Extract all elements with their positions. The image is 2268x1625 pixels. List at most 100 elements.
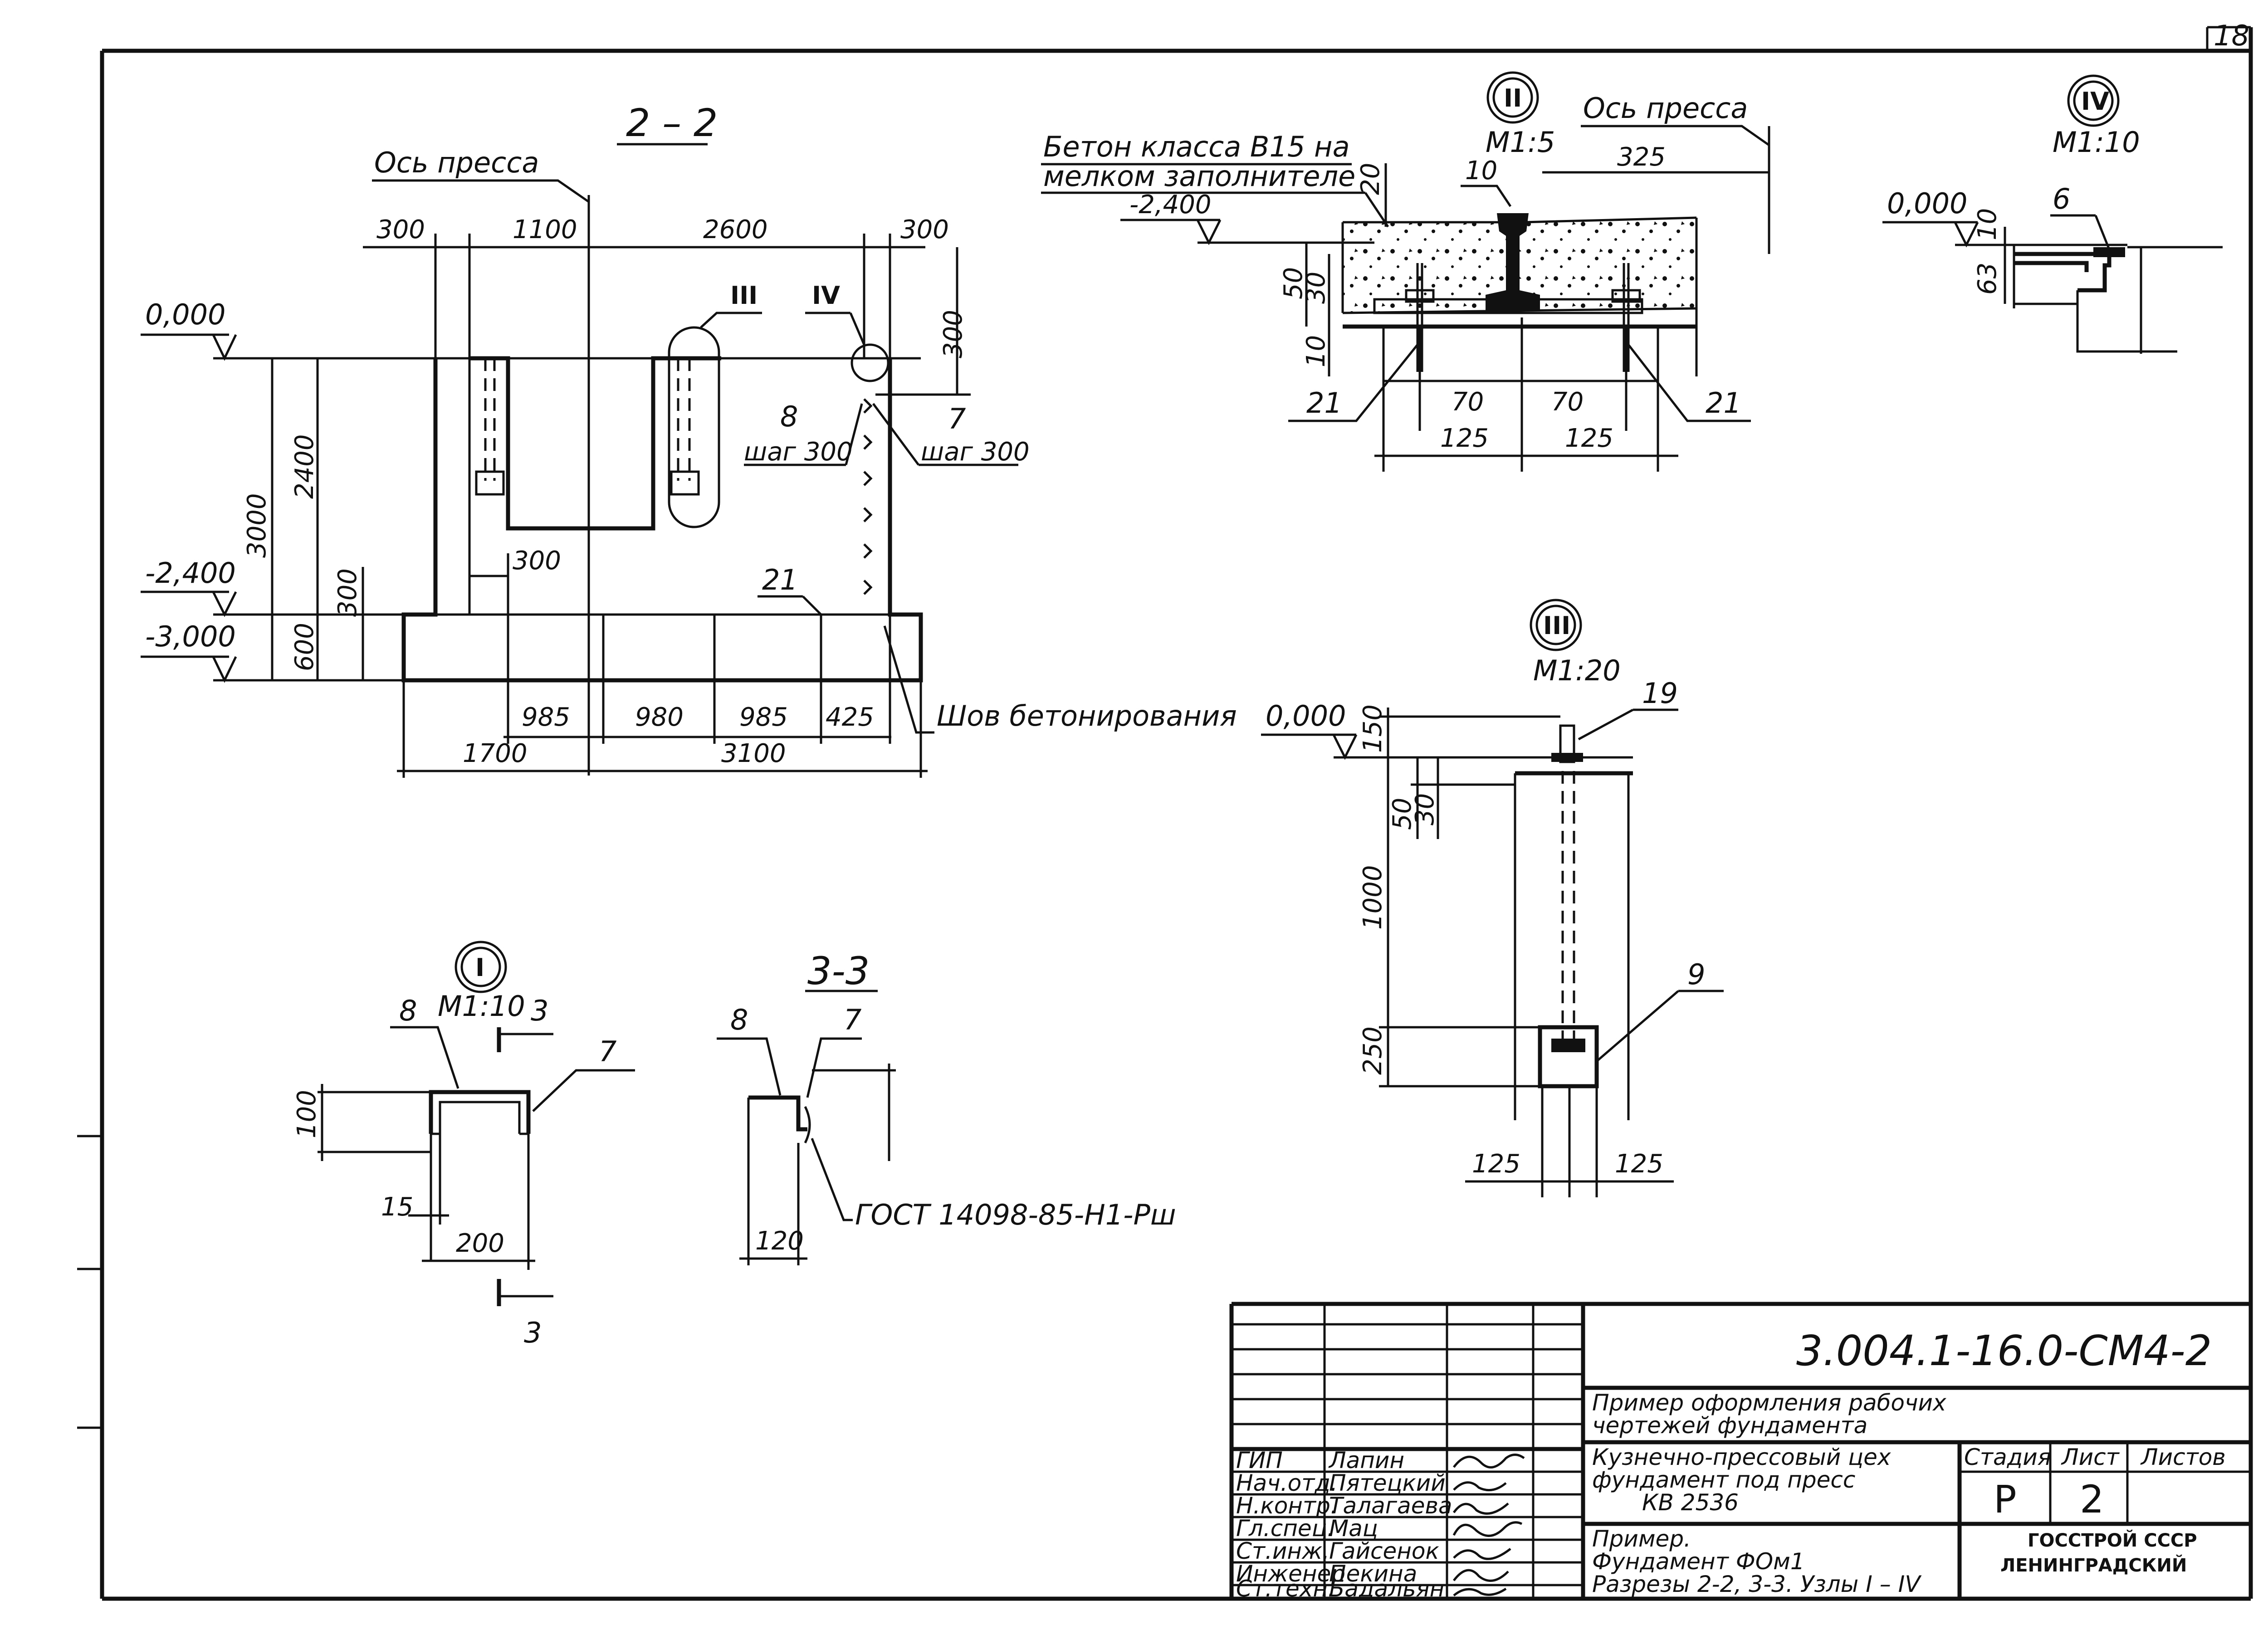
sheet-number: 18: [2214, 19, 2249, 52]
svg-text:Лапин: Лапин: [1328, 1447, 1404, 1474]
svg-text:980: 980: [635, 703, 684, 732]
svg-text:М1:10: М1:10: [2053, 126, 2140, 159]
svg-text:Бадальян: Бадальян: [1329, 1576, 1444, 1602]
svg-text:Талагаева: Талагаева: [1329, 1493, 1452, 1519]
svg-text:фундамент под пресс: фундамент под пресс: [1592, 1467, 1855, 1493]
svg-text:21: 21: [1706, 386, 1741, 420]
signatures: [1452, 1454, 1525, 1596]
svg-text:70: 70: [1551, 387, 1584, 417]
svg-text:Ст.инж.: Ст.инж.: [1236, 1538, 1330, 1564]
svg-text:8: 8: [780, 400, 798, 433]
svg-text:7: 7: [948, 402, 966, 435]
svg-text:3: 3: [531, 994, 548, 1027]
svg-text:300: 300: [376, 215, 425, 244]
svg-text:150: 150: [1358, 704, 1388, 753]
svg-text:ЛЕНИНГРАДСКИЙ: ЛЕНИНГРАДСКИЙ: [2000, 1554, 2187, 1576]
svg-text:Гл.спец.: Гл.спец.: [1236, 1515, 1334, 1542]
svg-text:3-3: 3-3: [807, 949, 870, 993]
svg-text:М1:10: М1:10: [438, 990, 525, 1023]
svg-text:7: 7: [844, 1003, 861, 1036]
svg-text:III: III: [730, 281, 758, 310]
svg-text:120: 120: [755, 1226, 804, 1256]
svg-text:19: 19: [1642, 677, 1678, 710]
svg-text:Лист: Лист: [2061, 1444, 2120, 1470]
svg-text:300: 300: [333, 568, 362, 617]
svg-text:10: 10: [1973, 208, 2002, 240]
svg-text:-3,000: -3,000: [145, 620, 236, 653]
svg-text:2: 2: [2080, 1477, 2104, 1522]
svg-text:2400: 2400: [290, 434, 319, 499]
svg-text:300: 300: [513, 546, 561, 576]
svg-text:Гайсенок: Гайсенок: [1329, 1538, 1439, 1564]
svg-text:Нач.отд.: Нач.отд.: [1236, 1470, 1338, 1496]
svg-text:Пекина: Пекина: [1329, 1561, 1417, 1587]
svg-text:Пятецкий: Пятецкий: [1329, 1470, 1446, 1496]
svg-text:-2,400: -2,400: [145, 556, 236, 590]
svg-text:Фундамент ФОм1: Фундамент ФОм1: [1592, 1548, 1805, 1575]
svg-text:Кузнечно-прессовый цех: Кузнечно-прессовый цех: [1592, 1444, 1891, 1470]
svg-text:425: 425: [826, 703, 874, 732]
svg-text:50: 50: [1279, 267, 1308, 299]
svg-text:125: 125: [1615, 1149, 1663, 1179]
gost-label: ГОСТ 14098-85-Н1-Рш: [855, 1198, 1176, 1231]
svg-text:985: 985: [522, 703, 570, 732]
svg-text:300: 300: [938, 310, 968, 358]
node-III: III М1:20 0,000 150 50 30 1000 250: [1261, 599, 1724, 1197]
svg-text:Пример оформления рабочих: Пример оформления рабочих: [1592, 1390, 1946, 1416]
section-2-2-title: 2 – 2: [626, 101, 718, 145]
section-3-3: 3-3 8 7 120 ГОСТ 14098-85-Н1-Рш: [717, 949, 1176, 1265]
sheet-frame: [77, 26, 2253, 1601]
svg-text:20: 20: [1356, 163, 1385, 195]
svg-text:Бетон класса В15 на: Бетон класса В15 на: [1043, 130, 1350, 163]
svg-text:шаг 300: шаг 300: [921, 437, 1030, 467]
svg-text:3: 3: [524, 1316, 542, 1349]
svg-text:М1:5: М1:5: [1486, 126, 1555, 159]
svg-text:Инженер: Инженер: [1236, 1561, 1345, 1587]
svg-text:3100: 3100: [721, 739, 786, 768]
svg-text:7: 7: [599, 1035, 616, 1068]
svg-text:Стадия: Стадия: [1964, 1444, 2051, 1470]
svg-text:10: 10: [1301, 335, 1331, 367]
svg-text:шаг 300: шаг 300: [744, 437, 853, 467]
svg-text:1100: 1100: [513, 215, 577, 244]
svg-text:125: 125: [1472, 1149, 1520, 1179]
svg-text:II: II: [1504, 84, 1522, 112]
svg-text:600: 600: [290, 623, 319, 671]
svg-text:30: 30: [1410, 793, 1440, 825]
svg-text:21: 21: [1306, 386, 1342, 420]
svg-text:1700: 1700: [463, 739, 528, 768]
press-axis-label: Ось пресса: [374, 146, 539, 179]
node-I: I М1:10 3 8 7 100 15 200 3: [292, 941, 635, 1349]
svg-text:70: 70: [1452, 387, 1484, 417]
seam-label: Шов бетонирования: [937, 699, 1237, 732]
svg-text:21: 21: [762, 563, 798, 596]
svg-text:Пример.: Пример.: [1592, 1526, 1691, 1552]
svg-text:0,000: 0,000: [145, 298, 226, 331]
svg-text:125: 125: [1565, 424, 1613, 453]
svg-text:6: 6: [2053, 182, 2070, 215]
svg-text:IV: IV: [812, 281, 840, 310]
svg-text:ГИП: ГИП: [1236, 1447, 1283, 1474]
svg-text:8: 8: [399, 994, 417, 1027]
svg-text:Листов: Листов: [2140, 1444, 2226, 1470]
svg-text:I: I: [475, 953, 484, 982]
node-IV: IV М1:10 0,000 10 63 6: [1882, 74, 2223, 354]
svg-text:50: 50: [1388, 798, 1417, 830]
svg-text:Разрезы 2-2, 3-3. Узлы I – IV: Разрезы 2-2, 3-3. Узлы I – IV: [1592, 1571, 1922, 1597]
svg-text:30: 30: [1301, 272, 1331, 304]
node-II: II М1:5 Ось пресса Бетон класса В15 на м…: [1041, 71, 1770, 472]
svg-text:985: 985: [739, 703, 788, 732]
svg-text:0,000: 0,000: [1266, 699, 1346, 732]
svg-text:IV: IV: [2081, 87, 2109, 116]
svg-text:9: 9: [1687, 958, 1705, 991]
svg-text:300: 300: [900, 215, 949, 244]
svg-text:63: 63: [1973, 263, 2002, 295]
title-block: 3.004.1-16.0-СМ4-2 Пример оформления раб…: [1229, 1302, 2251, 1602]
svg-text:чертежей фундамента: чертежей фундамента: [1592, 1412, 1867, 1439]
svg-text:2600: 2600: [703, 215, 768, 244]
svg-text:Мац: Мац: [1329, 1515, 1378, 1542]
svg-text:III: III: [1543, 611, 1570, 640]
svg-text:ГОССТРОЙ СССР: ГОССТРОЙ СССР: [2028, 1529, 2197, 1551]
svg-text:125: 125: [1440, 424, 1489, 453]
